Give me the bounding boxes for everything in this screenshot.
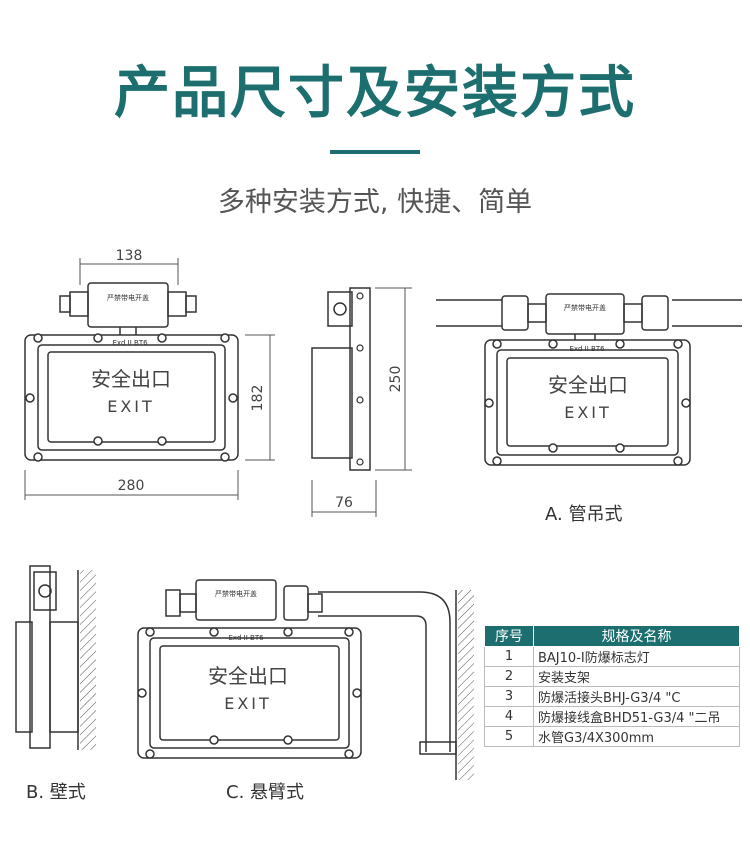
spec-row-index: 1 (484, 646, 534, 667)
spec-header-index: 序号 (484, 625, 534, 647)
front-plate-label: Exd II BT6 (112, 339, 148, 347)
front-view (24, 282, 239, 461)
spec-row-index: 2 (484, 666, 534, 687)
spec-row-index: 4 (484, 706, 534, 727)
pendant-box-label: 严禁带电开盖 (564, 303, 606, 312)
table-row: 5 水管G3/4X300mm (484, 726, 740, 747)
cantilever-plate-label: Exd II BT6 (228, 634, 264, 642)
spec-header-name: 规格及名称 (533, 625, 740, 647)
page-title: 产品尺寸及安装方式 (114, 61, 636, 126)
spec-row-name: 安装支架 (533, 666, 740, 687)
table-row: 1 BAJ10-I防爆标志灯 (484, 646, 740, 667)
spec-table-header: 序号 规格及名称 (484, 625, 740, 647)
left-gland-nut (59, 295, 71, 313)
spec-table: 序号 规格及名称 1 BAJ10-I防爆标志灯 2 安装支架 3 防爆活接头BH… (484, 625, 740, 747)
lamp-body (24, 334, 239, 461)
side-flange (349, 287, 371, 471)
left-gland (69, 291, 89, 317)
spec-row-name: 水管G3/4X300mm (533, 726, 740, 747)
dim-width: 280 (118, 478, 145, 494)
cantilever-box-label: 严禁带电开盖 (215, 589, 257, 598)
dim-side-depth: 76 (335, 495, 353, 511)
dim-height: 182 (250, 385, 266, 412)
dim-box-width: 138 (116, 248, 143, 264)
pendant-exit-text: EXIT (564, 403, 612, 422)
table-row: 4 防爆接线盒BHD51-G3/4 "二吊 (484, 706, 740, 727)
dim-side-height: 250 (388, 366, 404, 393)
front-sign-text: 安全出口 (91, 367, 171, 391)
cantilever-junction-box (195, 579, 277, 621)
pendant-plate-label: Exd II BT6 (569, 345, 605, 353)
cantilever-exit-text: EXIT (224, 694, 272, 713)
spec-row-index: 5 (484, 726, 534, 747)
cantilever-view (137, 579, 474, 780)
front-exit-text: EXIT (107, 397, 155, 416)
caption-cantilever: C. 悬臂式 (226, 782, 305, 803)
caption-pipe-pendant: A. 管吊式 (545, 504, 623, 525)
cantilever-sign-text: 安全出口 (208, 664, 288, 688)
front-box-label: 严禁带电开盖 (107, 293, 149, 302)
spec-row-name: 防爆接线盒BHD51-G3/4 "二吊 (533, 706, 740, 727)
spec-row-name: BAJ10-I防爆标志灯 (533, 646, 740, 667)
side-box (327, 291, 353, 327)
spec-row-index: 3 (484, 686, 534, 707)
page-subtitle: 多种安装方式, 快捷、简单 (217, 187, 533, 218)
caption-wall-mount: B. 壁式 (26, 782, 86, 803)
junction-box (87, 282, 169, 328)
right-gland (167, 291, 187, 317)
spec-row-name: 防爆活接头BHJ-G3/4 "C (533, 686, 740, 707)
front-bolts (25, 333, 238, 462)
right-gland-nut (185, 295, 197, 313)
title-underline (330, 150, 420, 154)
side-view (311, 287, 371, 471)
table-row: 2 安装支架 (484, 666, 740, 687)
pendant-sign-text: 安全出口 (548, 373, 628, 397)
wall-mount-view (15, 565, 96, 750)
side-body (311, 347, 353, 459)
table-row: 3 防爆活接头BHJ-G3/4 "C (484, 686, 740, 707)
pendant-junction-box (545, 293, 625, 335)
